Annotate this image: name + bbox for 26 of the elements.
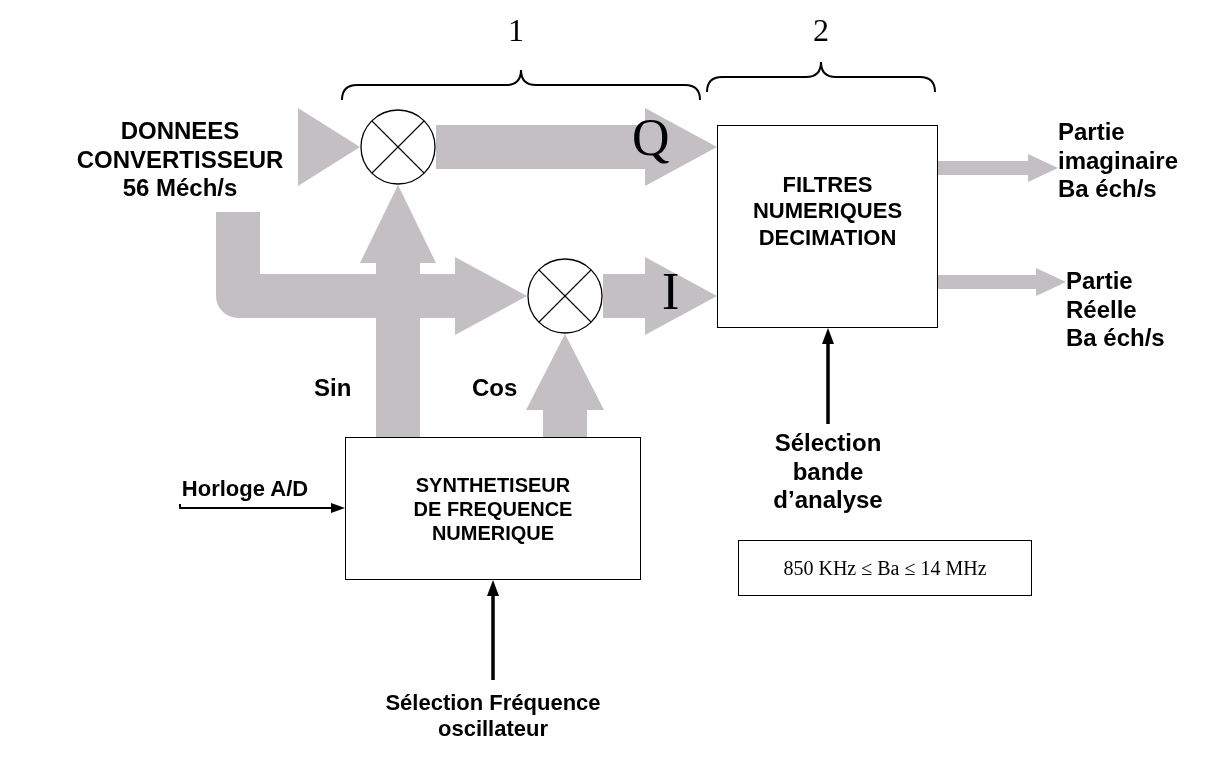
signal-arrow	[436, 108, 717, 186]
block-label: FILTRES NUMERIQUES DECIMATION	[751, 171, 904, 252]
block-label: 850 KHz ≤ Ba ≤ 14 MHz	[782, 556, 988, 580]
input-label: DONNEES CONVERTISSEUR 56 Méch/s	[75, 116, 285, 204]
stage-number: 1	[508, 14, 524, 46]
stage-number: 2	[813, 14, 829, 46]
output-label: Partie Réelle Ba éch/s	[1066, 266, 1166, 354]
edge-label: Q	[632, 112, 670, 164]
edge-label: I	[662, 266, 680, 318]
input-label: Horloge A/D	[181, 475, 309, 503]
signal-arrow	[603, 257, 717, 335]
range-box	[738, 540, 1032, 596]
edge-label: Sin	[314, 374, 352, 402]
block-label: SYNTHETISEUR DE FREQUENCE NUMERIQUE	[412, 472, 574, 545]
edge-label: Cos	[472, 374, 518, 402]
control-label: Sélection bande d’analyse	[772, 428, 884, 516]
control-label: Sélection Fréquence oscillateur	[384, 689, 602, 743]
synthesizer-block	[345, 437, 641, 580]
output-label: Partie imaginaire Ba éch/s	[1058, 117, 1180, 205]
arrow	[179, 503, 345, 513]
signal-arrow	[938, 268, 1066, 296]
arrow	[487, 580, 499, 680]
signal-arrow	[526, 334, 604, 437]
filter-block	[717, 125, 938, 328]
arrow	[822, 328, 834, 424]
signal-arrow	[938, 154, 1058, 182]
